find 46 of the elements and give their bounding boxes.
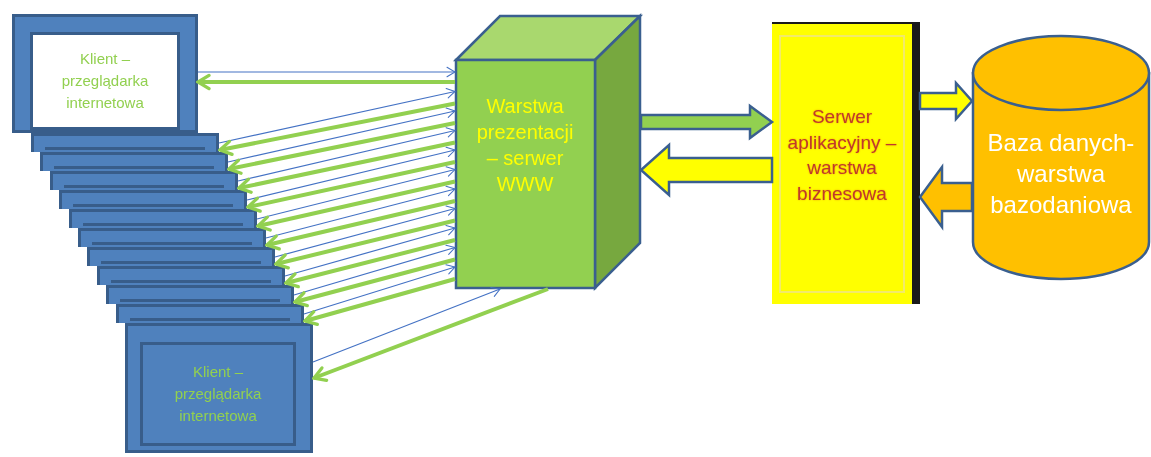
arrow (312, 287, 549, 382)
arrow (227, 107, 456, 163)
arrow (293, 257, 456, 308)
database-cylinder (972, 35, 1150, 280)
arrow (256, 166, 456, 220)
arrow (196, 73, 455, 91)
node-label: Serwer aplikacyjny – warstwa biznesowa (786, 105, 898, 206)
arrow (197, 66, 456, 78)
node-label: Klient – przeglądarka internetowa (173, 362, 263, 426)
monitor (87, 247, 275, 266)
monitor (69, 209, 257, 228)
block-arrow (639, 103, 775, 141)
arrow (274, 218, 456, 270)
arrow (274, 205, 456, 258)
block-arrow (918, 163, 974, 231)
monitor (50, 171, 238, 190)
block-arrow (639, 142, 774, 198)
arrow (246, 160, 456, 213)
server-panel (772, 22, 920, 304)
monitor (12, 14, 198, 133)
arrow (265, 185, 456, 239)
arrow (227, 121, 456, 175)
arrow (293, 244, 456, 296)
arrow (303, 277, 456, 327)
arrow (284, 225, 456, 277)
block-arrow (918, 79, 974, 123)
arrow (284, 238, 456, 289)
arrow (246, 146, 456, 201)
monitor (125, 323, 313, 453)
monitor (31, 133, 219, 152)
monitor (97, 266, 285, 285)
arrow (312, 286, 501, 363)
arrow (218, 88, 456, 144)
monitor (116, 304, 304, 323)
arrow (265, 199, 456, 251)
monitor (78, 228, 266, 247)
arrow (237, 127, 456, 182)
node-label: Baza danych- warstwa bazodaniowa (986, 128, 1136, 221)
monitor (40, 152, 228, 171)
monitor (106, 285, 294, 304)
arrow (256, 179, 456, 232)
arrow (303, 264, 456, 315)
node-label: Klient – przeglądarka internetowa (60, 49, 150, 113)
arrow (218, 101, 456, 156)
monitor (59, 190, 247, 209)
arrow (237, 140, 456, 194)
